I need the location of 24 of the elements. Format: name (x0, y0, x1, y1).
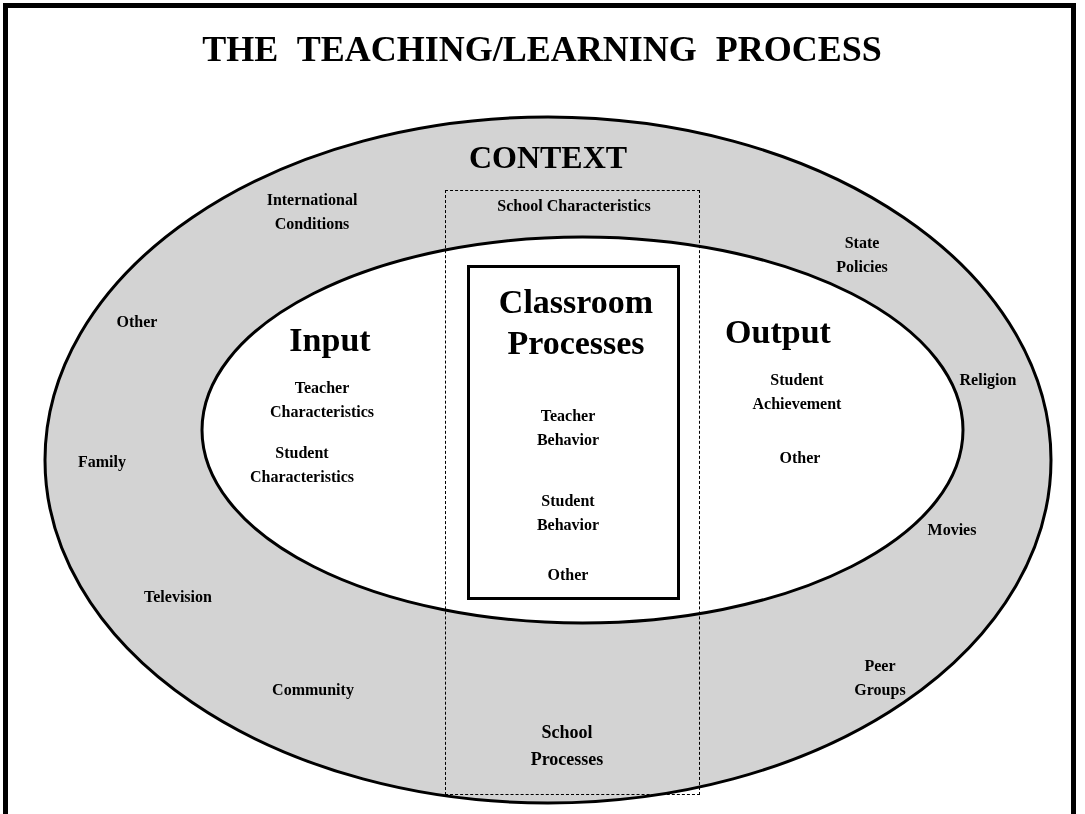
title: THE TEACHING/LEARNING PROCESS (202, 28, 882, 72)
label: Movies (926, 520, 978, 540)
label: School Processes (529, 721, 605, 771)
process-box (467, 265, 680, 600)
heading: Classroom Processes (497, 282, 655, 363)
label: Student Characteristics (249, 443, 355, 487)
label: Family (77, 452, 127, 473)
label: Teacher Characteristics (269, 378, 375, 422)
label: School Characteristics (496, 196, 652, 216)
heading: CONTEXT (467, 137, 629, 177)
label: Teacher Behavior (535, 406, 601, 450)
label: Community (271, 680, 355, 701)
label: Other (778, 448, 822, 468)
label: Other (115, 312, 159, 332)
label: Peer Groups (853, 656, 907, 701)
label: Student Behavior (535, 491, 601, 535)
label: State Policies (835, 233, 889, 277)
heading: Input (288, 319, 372, 360)
label: Other (546, 565, 590, 585)
label: Religion (958, 370, 1018, 391)
label: Student Achievement (751, 370, 843, 414)
label: Television (143, 587, 213, 607)
heading: Output (724, 311, 832, 352)
label: International Conditions (265, 190, 359, 234)
